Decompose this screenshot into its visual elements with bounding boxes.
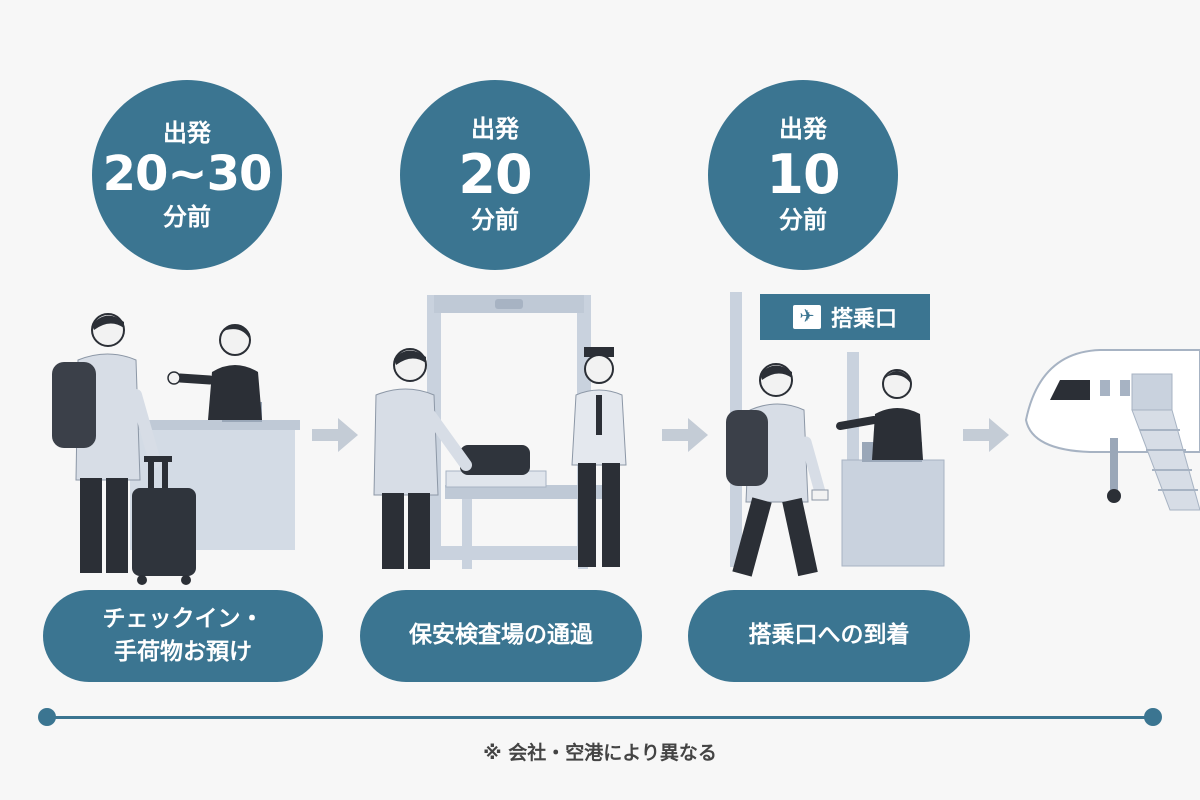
step-label-line1: 保安検査場の通過	[409, 622, 593, 649]
checkin-illustration	[52, 313, 300, 585]
circle-number: 20~30	[102, 146, 273, 203]
time-circle-1: 出発 20~30 分前	[92, 80, 282, 270]
step-label-checkin: チェックイン・ 手荷物お預け	[43, 590, 323, 682]
circle-number: 20	[458, 142, 532, 206]
circle-bottom-text: 分前	[163, 202, 211, 231]
arrow-right-icon	[963, 418, 1009, 452]
timeline-start-dot	[38, 708, 56, 726]
circle-top-text: 出発	[163, 118, 211, 147]
security-illustration	[373, 295, 627, 569]
airplane-icon: ✈	[792, 305, 821, 329]
time-circle-3: 出発 10 分前	[708, 80, 898, 270]
circle-top-text: 出発	[471, 115, 519, 144]
time-circle-2: 出発 20 分前	[400, 80, 590, 270]
step-label-line2: 手荷物お預け	[114, 639, 252, 665]
footnote: ※ 会社・空港により異なる	[483, 742, 717, 764]
step-label-line1: 搭乗口への到着	[748, 622, 910, 649]
circle-number: 10	[766, 142, 840, 206]
step-label-security: 保安検査場の通過	[360, 590, 642, 682]
gate-sign-text: 搭乗口	[830, 307, 897, 332]
arrow-right-icon	[312, 418, 358, 452]
gate-illustration: ✈ 搭乗口	[712, 292, 952, 582]
arrow-right-icon	[662, 418, 708, 452]
circle-bottom-text: 分前	[471, 206, 519, 235]
step-label-gate: 搭乗口への到着	[688, 590, 970, 682]
gate-sign: ✈ 搭乗口	[760, 294, 930, 340]
timeline-end-dot	[1144, 708, 1162, 726]
circle-bottom-text: 分前	[779, 206, 827, 235]
circle-top-text: 出発	[779, 115, 827, 144]
timeline-line	[46, 716, 1152, 719]
airplane-illustration	[1024, 349, 1200, 511]
step-label-line1: チェックイン・	[102, 605, 264, 632]
